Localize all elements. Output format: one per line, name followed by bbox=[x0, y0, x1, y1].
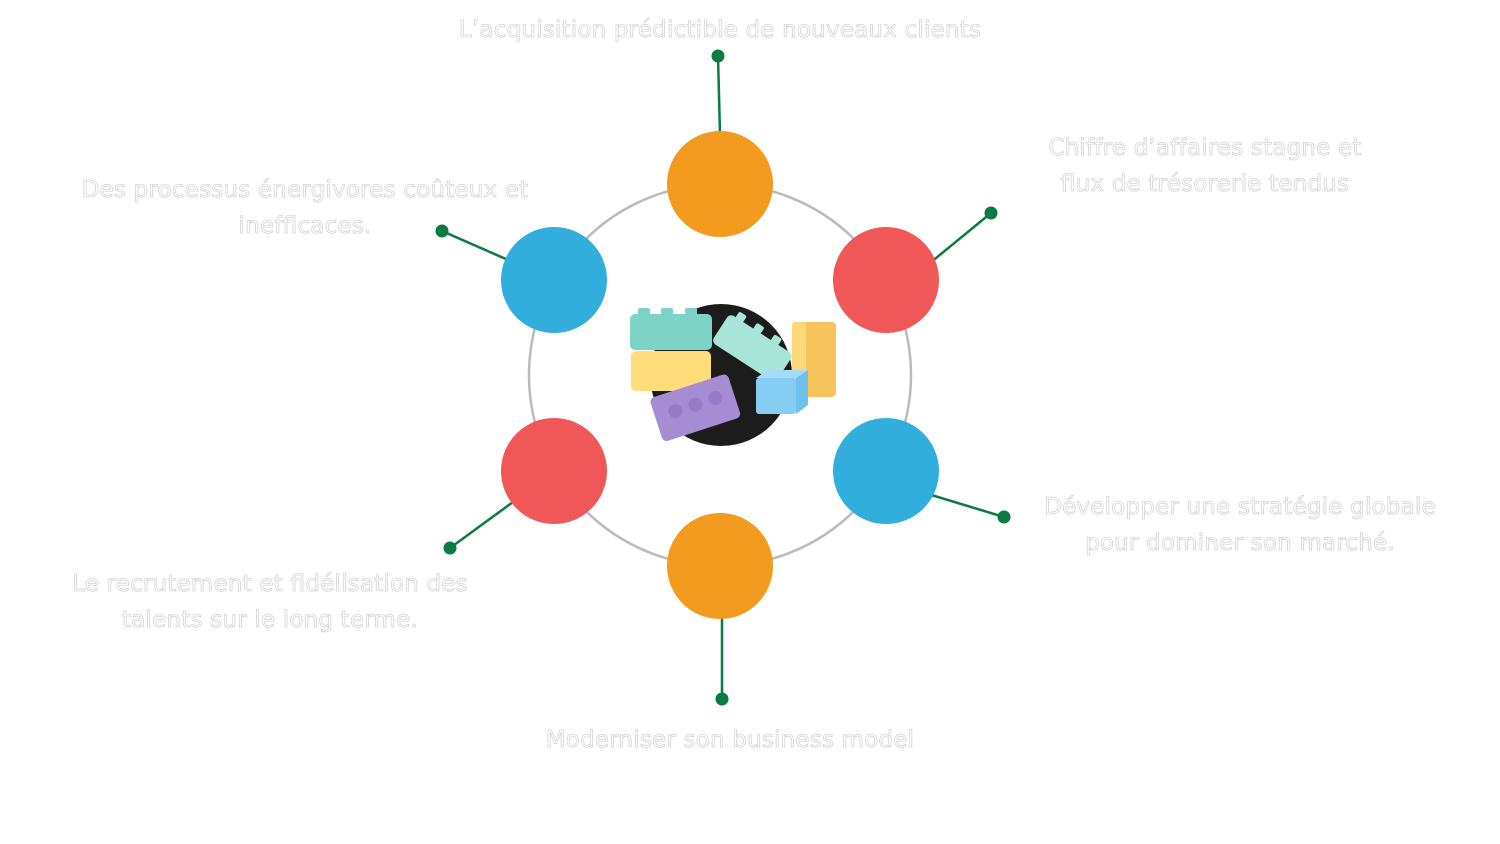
connector-dot-top bbox=[711, 49, 725, 63]
connectors bbox=[435, 49, 1011, 706]
connector-line-upper-left bbox=[441, 229, 516, 265]
brick-mint bbox=[713, 312, 792, 382]
node-top bbox=[667, 131, 773, 237]
connector-dot-upper-left bbox=[435, 224, 449, 238]
label-upper-right: Chiffre d’affaires stagne et flux de tré… bbox=[1048, 135, 1362, 198]
connector-dot-lower-left bbox=[443, 541, 457, 555]
connector-dot-lower-right bbox=[997, 510, 1011, 524]
node-upper-right bbox=[833, 227, 939, 333]
connector-dot-bottom bbox=[715, 692, 729, 706]
label-top: L’acquisition prédictible de nouveaux cl… bbox=[458, 17, 982, 44]
connector-line-upper-right bbox=[929, 212, 992, 264]
label-upper-left: Des processus énergivores coûteux et ine… bbox=[81, 177, 529, 240]
connector-dot-upper-right bbox=[984, 206, 998, 220]
node-upper-left bbox=[501, 227, 607, 333]
node-bottom bbox=[667, 513, 773, 619]
label-lower-left: Le recrutement et fidélisation des talen… bbox=[72, 571, 468, 634]
brick-purple bbox=[650, 374, 741, 442]
node-lower-right bbox=[833, 418, 939, 524]
brick-teal bbox=[630, 308, 712, 350]
brick-yellow bbox=[631, 351, 711, 391]
label-bottom: Moderniser son business model bbox=[545, 727, 915, 754]
connector-line-top bbox=[716, 55, 722, 135]
connector-line-lower-left bbox=[449, 500, 514, 550]
node-lower-left bbox=[501, 418, 607, 524]
building-blocks-icon bbox=[630, 304, 836, 446]
connector-line-lower-right bbox=[927, 492, 1005, 519]
label-lower-right: Développer une stratégie globale pour do… bbox=[1044, 494, 1436, 557]
brick-blue bbox=[756, 370, 808, 414]
